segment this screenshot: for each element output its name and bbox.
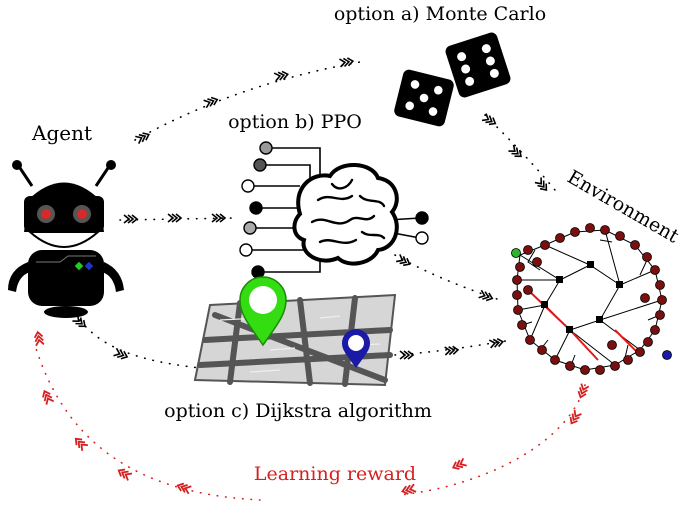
path-ppo-to-env	[394, 254, 501, 301]
robot-icon	[8, 160, 124, 318]
option-c-label: option c) Dijkstra algorithm	[164, 400, 432, 422]
option-b-label: option b) PPO	[228, 111, 362, 133]
neural-brain-icon	[239, 141, 429, 279]
agent-label: Agent	[31, 121, 92, 145]
graph-goal-node	[662, 350, 672, 360]
path-agent-to-dijkstra	[79, 319, 201, 369]
graph-start-node	[511, 248, 521, 258]
option-a-label: option a) Monte Carlo	[334, 3, 546, 25]
graph-network-icon	[511, 223, 672, 375]
dice-icon	[394, 32, 511, 127]
map-pins-icon	[193, 276, 397, 387]
reward-label: Learning reward	[254, 463, 416, 485]
